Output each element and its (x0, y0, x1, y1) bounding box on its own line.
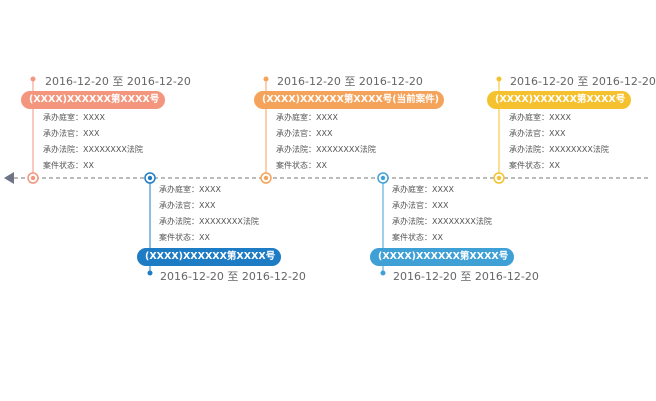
event-4-date: 2016-12-20 至 2016-12-20 (393, 270, 539, 283)
event-5-court: 承办法院：XXXXXXXX法院 (509, 145, 609, 154)
top-dot-1 (30, 76, 36, 82)
event-4-court-room: 承办庭室：XXXX (392, 185, 454, 194)
event-2-date: 2016-12-20 至 2016-12-20 (160, 270, 306, 283)
event-5-court-room: 承办庭室：XXXX (509, 113, 571, 122)
event-1-case-pill[interactable]: (XXXX)XXXXXX第XXXX号 (21, 91, 165, 109)
event-2-status: 案件状态：XX (159, 233, 210, 242)
event-3-judge: 承办法官：XXX (276, 129, 333, 138)
event-4-court: 承办法院：XXXXXXXX法院 (392, 217, 492, 226)
event-5-date: 2016-12-20 至 2016-12-20 (510, 75, 656, 88)
event-4-details: 承办庭室：XXXX 承办法官：XXX 承办法院：XXXXXXXX法院 案件状态：… (392, 182, 492, 246)
event-5-details: 承办庭室：XXXX 承办法官：XXX 承办法院：XXXXXXXX法院 案件状态：… (509, 110, 609, 174)
bottom-dot-4 (380, 270, 386, 276)
event-3-case-pill[interactable]: (XXXX)XXXXXX第XXXX号(当前案件) (254, 91, 444, 109)
event-3-status: 案件状态：XX (276, 161, 327, 170)
event-2-court: 承办法院：XXXXXXXX法院 (159, 217, 259, 226)
event-3-court: 承办法院：XXXXXXXX法院 (276, 145, 376, 154)
event-1-court: 承办法院：XXXXXXXX法院 (43, 145, 143, 154)
event-1-status: 案件状态：XX (43, 161, 94, 170)
event-4-judge: 承办法官：XXX (392, 201, 449, 210)
event-3-date: 2016-12-20 至 2016-12-20 (277, 75, 423, 88)
event-1-judge: 承办法官：XXX (43, 129, 100, 138)
axis-arrow-left (4, 172, 14, 184)
event-2-judge: 承办法官：XXX (159, 201, 216, 210)
event-1-date: 2016-12-20 至 2016-12-20 (45, 75, 191, 88)
event-4-status: 案件状态：XX (392, 233, 443, 242)
event-5-case-pill[interactable]: (XXXX)XXXXXX第XXXX号 (487, 91, 631, 109)
event-4-case-pill[interactable]: (XXXX)XXXXXX第XXXX号 (370, 248, 514, 266)
top-dot-3 (263, 76, 269, 82)
event-1-details: 承办庭室：XXXX 承办法官：XXX 承办法院：XXXXXXXX法院 案件状态：… (43, 110, 143, 174)
event-2-court-room: 承办庭室：XXXX (159, 185, 221, 194)
event-5-judge: 承办法官：XXX (509, 129, 566, 138)
event-5-status: 案件状态：XX (509, 161, 560, 170)
event-3-details: 承办庭室：XXXX 承办法官：XXX 承办法院：XXXXXXXX法院 案件状态：… (276, 110, 376, 174)
event-2-case-pill[interactable]: (XXXX)XXXXXX第XXXX号 (137, 248, 281, 266)
event-3-court-room: 承办庭室：XXXX (276, 113, 338, 122)
bottom-dot-2 (147, 270, 153, 276)
event-2-details: 承办庭室：XXXX 承办法官：XXX 承办法院：XXXXXXXX法院 案件状态：… (159, 182, 259, 246)
top-dot-5 (496, 76, 502, 82)
event-1-court-room: 承办庭室：XXXX (43, 113, 105, 122)
